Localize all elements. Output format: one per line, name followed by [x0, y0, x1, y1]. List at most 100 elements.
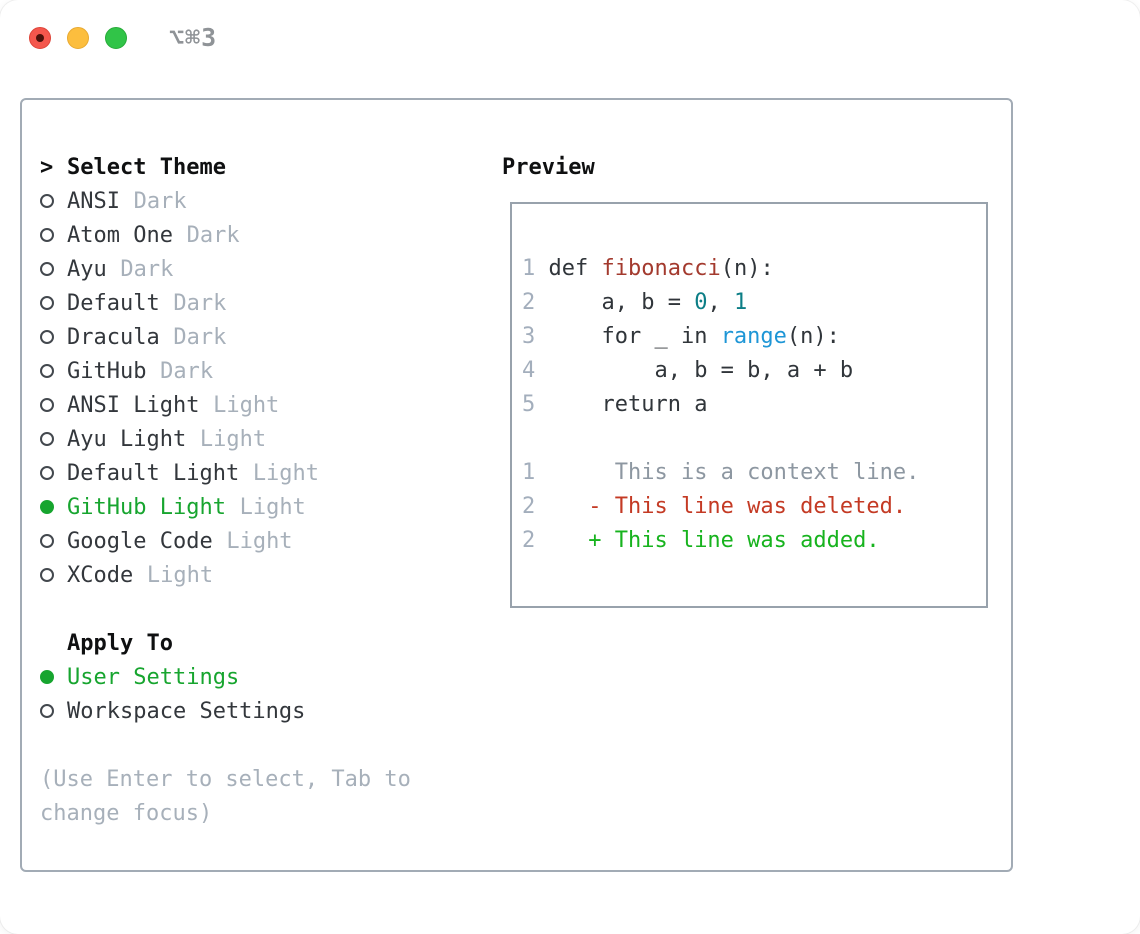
- theme-option[interactable]: Atom One Dark: [40, 218, 411, 252]
- theme-tag: Dark: [160, 358, 214, 384]
- bullet-cell: [40, 330, 67, 344]
- bullet-cell: [40, 534, 67, 548]
- selected-radio-icon: [40, 500, 54, 514]
- theme-tag: Light: [226, 528, 293, 554]
- code-segment: + This line was added.: [535, 528, 880, 553]
- bullet-cell: [40, 500, 67, 514]
- theme-name: Atom One: [67, 222, 173, 248]
- theme-tag: Light: [146, 562, 214, 588]
- titlebar: ⌥⌘3: [0, 0, 1140, 75]
- code-line: 2 + This line was added.: [522, 524, 919, 558]
- theme-tag: Light: [199, 426, 267, 452]
- code-segment: 0: [694, 290, 708, 315]
- theme-name: Default: [67, 290, 160, 316]
- radio-icon: [40, 194, 54, 208]
- code-segment: return a: [535, 392, 708, 417]
- theme-option[interactable]: Dracula Dark: [40, 320, 411, 354]
- apply-to-option[interactable]: Workspace Settings: [40, 694, 411, 728]
- code-segment: 1: [733, 290, 748, 315]
- theme-option[interactable]: ANSI Dark: [40, 184, 411, 218]
- bullet-cell: [40, 568, 67, 582]
- theme-name: GitHub: [67, 358, 147, 384]
- bullet-cell: [40, 704, 67, 718]
- theme-tag: Light: [252, 460, 320, 486]
- radio-icon: [40, 330, 54, 344]
- bullet-cell: [40, 670, 67, 684]
- apply-to-option[interactable]: User Settings: [40, 660, 411, 694]
- bullet-cell: [40, 296, 67, 310]
- radio-icon: [40, 262, 54, 276]
- bullet-cell: [40, 262, 67, 276]
- radio-icon: [40, 296, 54, 310]
- theme-option[interactable]: XCode Light: [40, 558, 411, 592]
- prompt-icon: >: [40, 154, 54, 180]
- code-line: 1 This is a context line.: [522, 456, 919, 490]
- code-segment: a, b = b, a + b: [535, 358, 854, 383]
- spacer: [40, 728, 411, 762]
- code-segment: This is a context line.: [535, 460, 920, 485]
- apply-to-title: Apply To: [67, 630, 173, 656]
- line-number: 1: [522, 256, 536, 281]
- bullet-cell: [40, 228, 67, 242]
- theme-option[interactable]: GitHub Dark: [40, 354, 411, 388]
- spacer: [40, 592, 411, 626]
- theme-tag: Dark: [133, 188, 187, 214]
- zoom-button[interactable]: [105, 26, 127, 49]
- select-theme-header: >Select Theme: [40, 150, 411, 184]
- bullet-cell: [40, 364, 67, 378]
- theme-option[interactable]: Default Dark: [40, 286, 411, 320]
- bullet-cell: [40, 398, 67, 412]
- code-segment: - This line was deleted.: [535, 494, 907, 519]
- line-number: 4: [522, 358, 536, 383]
- close-button[interactable]: [29, 26, 51, 49]
- line-number: 3: [522, 324, 536, 349]
- code-line: 4 a, b = b, a + b: [522, 354, 919, 388]
- theme-tag: Dark: [173, 324, 227, 350]
- traffic-lights: [0, 26, 127, 49]
- radio-icon: [40, 364, 54, 378]
- code-segment: ,: [707, 290, 734, 315]
- radio-icon: [40, 398, 54, 412]
- theme-name: Dracula: [67, 324, 160, 350]
- code-segment: fibonacci: [601, 256, 721, 281]
- selected-radio-icon: [40, 670, 54, 684]
- apply-to-name: Workspace Settings: [67, 698, 306, 724]
- apply-to-name: User Settings: [67, 664, 240, 690]
- minimize-button[interactable]: [67, 26, 89, 49]
- theme-tag: Light: [213, 392, 280, 418]
- theme-tag: Light: [239, 494, 306, 520]
- theme-name: ANSI: [67, 188, 120, 214]
- code-segment: (n):: [720, 256, 774, 281]
- code-segment: (n):: [786, 324, 840, 349]
- line-number: 2: [522, 494, 536, 519]
- theme-name: GitHub Light: [67, 494, 226, 520]
- code-line: [522, 422, 919, 456]
- window-title: ⌥⌘3: [169, 23, 218, 52]
- code-line: 1 def fibonacci(n):: [522, 252, 919, 286]
- theme-name: XCode: [67, 562, 134, 588]
- help-text-line2: change focus): [40, 800, 213, 826]
- close-dot-icon: [36, 33, 44, 42]
- help-text-line1: (Use Enter to select, Tab to: [40, 766, 411, 792]
- radio-icon: [40, 568, 54, 582]
- radio-icon: [40, 534, 54, 548]
- theme-option[interactable]: GitHub Light Light: [40, 490, 411, 524]
- theme-tag: Dark: [173, 290, 227, 316]
- code-line: 2 - This line was deleted.: [522, 490, 919, 524]
- theme-tag: Dark: [186, 222, 240, 248]
- code-line: 5 return a: [522, 388, 919, 422]
- radio-icon: [40, 466, 54, 480]
- bullet-cell: [40, 432, 67, 446]
- radio-icon: [40, 432, 54, 446]
- bullet-cell: [40, 194, 67, 208]
